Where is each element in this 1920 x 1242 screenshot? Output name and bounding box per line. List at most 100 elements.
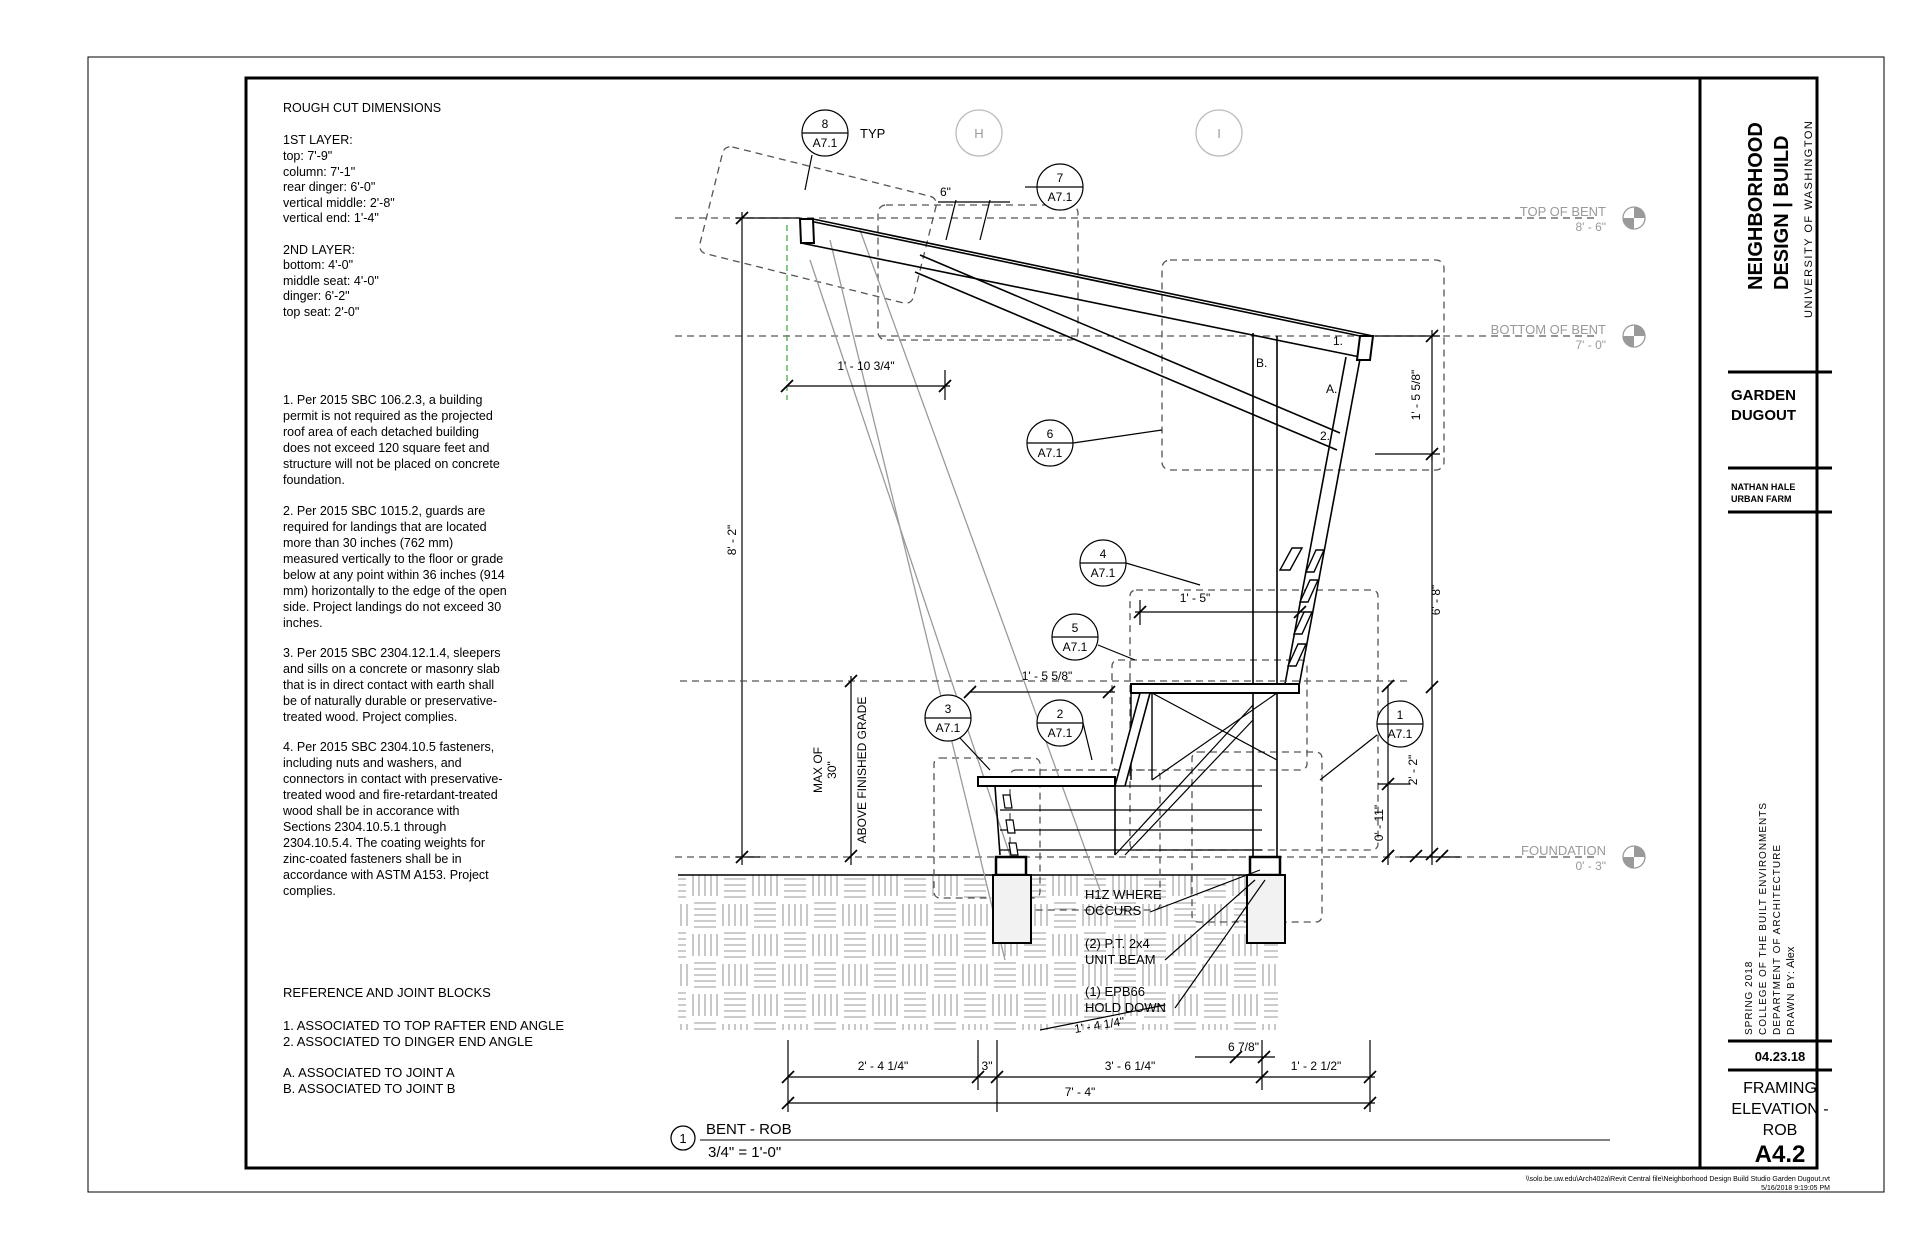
svg-text:3/4" = 1'-0": 3/4" = 1'-0"	[708, 1144, 781, 1161]
dim-six-seven-eighths: 6 7/8"	[1195, 1040, 1275, 1064]
svg-text:1' - 5 5/8": 1' - 5 5/8"	[1409, 370, 1423, 421]
dim-overall-height: 8' - 2"	[725, 211, 800, 865]
svg-text:A7.1: A7.1	[936, 721, 961, 735]
dim-seat-width: 1' - 5 5/8"	[680, 669, 1410, 699]
svg-text:8: 8	[822, 117, 829, 131]
svg-text:FOUNDATION: FOUNDATION	[1521, 843, 1606, 858]
titleblock: NEIGHBORHOOD DESIGN | BUILD UNIVERSITY O…	[1728, 120, 1832, 1168]
svg-text:2' - 2": 2' - 2"	[1406, 755, 1420, 786]
svg-text:BENT - ROB: BENT - ROB	[706, 1121, 792, 1138]
department: DEPARTMENT OF ARCHITECTURE	[1772, 844, 1783, 1035]
level-lines	[675, 217, 1595, 858]
footing-left	[992, 855, 1032, 944]
svg-text:7' - 0": 7' - 0"	[1575, 338, 1606, 352]
college: COLLEGE OF THE BUILT ENVIRONMENTS	[1758, 802, 1769, 1035]
rough-cut-notes: ROUGH CUT DIMENSIONS 1ST LAYER: top: 7'-…	[283, 101, 445, 319]
svg-text:1' - 5": 1' - 5"	[1180, 591, 1211, 605]
level-marker-icon	[1622, 324, 1646, 348]
project-line1: GARDEN	[1731, 387, 1796, 404]
project-line2: DUGOUT	[1731, 407, 1796, 424]
callout-7: 7 A7.1	[1025, 163, 1084, 211]
svg-text:4: 4	[1100, 547, 1107, 561]
svg-text:6: 6	[1047, 427, 1054, 441]
term: SPRING 2018	[1744, 961, 1755, 1035]
svg-text:5: 5	[1072, 621, 1079, 635]
svg-text:8' - 2": 8' - 2"	[725, 525, 739, 556]
svg-text:6' - 8": 6' - 8"	[1429, 585, 1443, 616]
svg-text:1' - 10 3/4": 1' - 10 3/4"	[837, 359, 894, 373]
university: UNIVERSITY OF WASHINGTON	[1803, 120, 1815, 318]
footing-right	[1246, 855, 1286, 944]
svg-text:6": 6"	[940, 185, 951, 199]
outer-border	[87, 56, 1885, 1193]
svg-text:A7.1: A7.1	[1048, 726, 1073, 740]
svg-text:2: 2	[1057, 707, 1064, 721]
level-foundation: FOUNDATION 0' - 3"	[1521, 843, 1646, 873]
level-marker-icon	[1622, 845, 1646, 869]
svg-text:A7.1: A7.1	[1091, 566, 1116, 580]
level-marker-icon	[1622, 206, 1646, 230]
svg-text:A7.1: A7.1	[1048, 190, 1073, 204]
svg-text:8' - 6": 8' - 6"	[1575, 220, 1606, 234]
issue-date: 04.23.18	[1755, 1049, 1806, 1064]
svg-text:7' - 4": 7' - 4"	[1065, 1085, 1096, 1099]
client-line1: NATHAN HALE	[1731, 482, 1795, 492]
framing-annotations: H1Z WHERE OCCURS (2) P.T. 2x4 UNIT BEAM …	[1085, 869, 1266, 1015]
file-path: \\solo.be.uw.edu\Arch402a\Revit Central …	[1526, 1176, 1830, 1183]
svg-text:A7.1: A7.1	[1388, 727, 1413, 741]
back-post-a	[1284, 356, 1361, 687]
dim-right-height: 6' - 8"	[1425, 454, 1443, 865]
reference-notes: REFERENCE AND JOINT BLOCKS 1. ASSOCIATED…	[283, 985, 568, 1096]
svg-text:3": 3"	[982, 1059, 993, 1073]
svg-text:1: 1	[1397, 708, 1404, 722]
lower-seat	[977, 692, 1262, 856]
firm-name-line1: NEIGHBORHOOD	[1745, 122, 1767, 290]
callout-6: 6 A7.1	[1026, 419, 1163, 467]
svg-text:H: H	[974, 126, 983, 141]
dim-rafter-drop: 1' - 5 5/8"	[1375, 329, 1440, 461]
joint-a: A.	[1326, 382, 1337, 396]
svg-text:TOP OF BENT: TOP OF BENT	[1520, 204, 1606, 219]
rafter-top	[798, 218, 1375, 361]
callout-4: 4 A7.1	[1079, 539, 1201, 587]
svg-text:1' - 5 5/8": 1' - 5 5/8"	[1022, 669, 1073, 683]
svg-text:0' - 3": 0' - 3"	[1575, 859, 1606, 873]
svg-text:2' - 4 1/4": 2' - 4 1/4"	[858, 1059, 909, 1073]
dim-upper-seat: 1' - 5"	[1133, 591, 1307, 625]
svg-text:HOLD DOWN: HOLD DOWN	[1085, 1000, 1166, 1015]
dim-top-left: 1' - 10 3/4"	[780, 225, 952, 400]
svg-text:0' - 11": 0' - 11"	[1372, 805, 1386, 841]
svg-text:(1) EPB66: (1) EPB66	[1085, 984, 1145, 999]
callout-5: 5 A7.1	[1051, 613, 1136, 661]
grid-bubble-h: H	[955, 109, 1003, 157]
firm-name-line2: DESIGN | BUILD	[1771, 136, 1793, 291]
svg-text:(2) P.T. 2x4: (2) P.T. 2x4	[1085, 936, 1150, 951]
sheet-number: A4.2	[1755, 1141, 1806, 1168]
drawn-by: Alex	[1785, 946, 1797, 968]
dinger-rafter	[914, 254, 1341, 451]
print-date: 5/16/2018 9:19:05 PM	[1761, 1185, 1830, 1192]
callout-2: 2 A7.1	[1036, 699, 1093, 761]
svg-text:UNIT BEAM: UNIT BEAM	[1085, 952, 1156, 967]
svg-text:A7.1: A7.1	[1063, 640, 1088, 654]
svg-text:1: 1	[679, 1131, 686, 1146]
svg-text:7: 7	[1057, 171, 1064, 185]
column-b	[1252, 333, 1278, 875]
view-title: 1 BENT - ROB 3/4" = 1'-0"	[670, 1121, 1610, 1161]
back-slats	[1278, 547, 1326, 667]
svg-text:1' - 2 1/2": 1' - 2 1/2"	[1291, 1059, 1342, 1073]
drawing-border	[244, 76, 1819, 1170]
drawn-by-label: DRAWN BY:	[1786, 970, 1797, 1035]
joint-1: 1.	[1333, 334, 1343, 348]
svg-text:3' - 6 1/4": 3' - 6 1/4"	[1105, 1059, 1156, 1073]
ground-hatch	[678, 875, 1278, 1030]
joint-2: 2.	[1320, 429, 1330, 443]
svg-text:A7.1: A7.1	[813, 136, 838, 150]
level-bottom-of-bent: BOTTOM OF BENT 7' - 0"	[1491, 322, 1646, 352]
callout-8: 8 A7.1	[801, 109, 849, 191]
svg-text:I: I	[1217, 126, 1221, 141]
svg-text:H1Z WHERE: H1Z WHERE	[1085, 887, 1162, 902]
level-top-of-bent: TOP OF BENT 8' - 6"	[1520, 204, 1646, 234]
joint-b: B.	[1256, 356, 1267, 370]
